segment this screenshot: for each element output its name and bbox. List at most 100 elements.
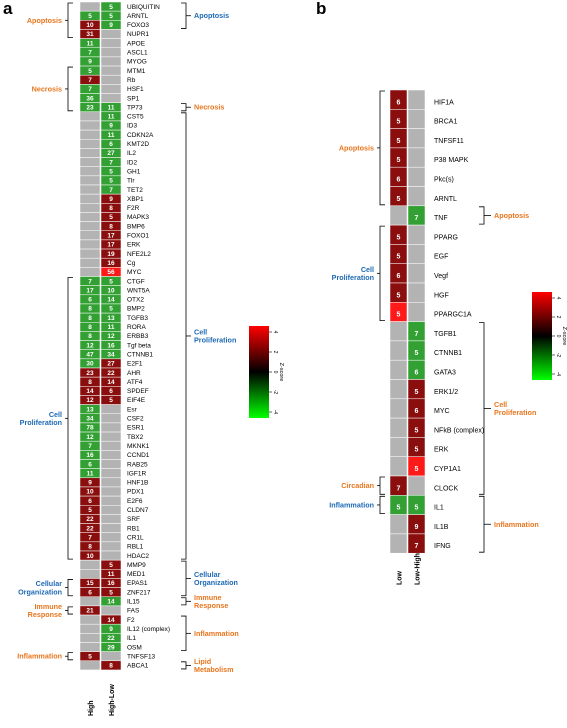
cell-count-label: 9 xyxy=(88,480,92,487)
colorbar-b: 420-2-4Z-score xyxy=(532,292,567,380)
colorbar-tick-label: -4 xyxy=(555,372,561,377)
gene-label: ARNTL xyxy=(434,196,457,203)
cell-count-label: 11 xyxy=(108,571,115,578)
group-bracket-apoptosis: Apoptosis xyxy=(27,2,73,38)
cell-count-label: 5 xyxy=(109,397,113,404)
gene-label: CYP1A1 xyxy=(434,466,461,473)
gene-label: ERBB3 xyxy=(127,333,149,340)
group-label: Proliferation xyxy=(332,273,374,282)
group-label: Organization xyxy=(194,578,238,587)
group-bracket-necrosis: Necrosis xyxy=(32,66,73,112)
gene-label: HNF1B xyxy=(127,480,148,487)
heatmap-cell xyxy=(389,321,408,342)
gene-label: F2 xyxy=(127,617,135,624)
gene-label: ZNF217 xyxy=(127,589,151,596)
cell-count-label: 23 xyxy=(86,370,94,377)
group-label: Immune xyxy=(34,602,62,611)
heatmap-cell xyxy=(79,148,101,158)
bracket-line xyxy=(479,495,485,553)
gene-label: RB1 xyxy=(127,525,140,532)
cell-count-label: 56 xyxy=(107,269,115,276)
cell-count-label: 5 xyxy=(109,13,113,20)
group-bracket-inflammation: Inflammation xyxy=(329,495,385,514)
cell-count-label: 6 xyxy=(88,498,92,505)
group-bracket-apoptosis: Apoptosis xyxy=(181,2,229,29)
cell-count-label: 5 xyxy=(109,214,113,221)
gene-label: CTGF xyxy=(127,278,145,285)
gene-label: F2R xyxy=(127,205,140,212)
cell-count-label: 5 xyxy=(415,505,419,512)
gene-label: Tgf beta xyxy=(127,342,151,349)
cell-count-label: 5 xyxy=(109,589,113,596)
heatmap-cell xyxy=(100,65,122,76)
column-label: High-Low xyxy=(109,684,116,716)
gene-label: ASCL1 xyxy=(127,50,148,57)
heatmap-cell xyxy=(100,495,122,506)
heatmap-cell xyxy=(407,109,426,129)
cell-count-label: 8 xyxy=(109,663,113,670)
heatmap-cell xyxy=(79,642,101,652)
cell-count-label: 5 xyxy=(397,234,401,241)
heatmap-row: 11 CST5 xyxy=(79,111,144,122)
heatmap-cell xyxy=(389,340,408,361)
cell-count-label: 7 xyxy=(88,278,92,285)
gene-label: ERK1/2 xyxy=(434,389,458,396)
colorbar-swatch xyxy=(249,326,269,418)
bracket-line xyxy=(181,103,187,112)
gene-label: CLDN7 xyxy=(127,507,149,514)
gene-label: CST5 xyxy=(127,114,144,121)
cell-count-label: 10 xyxy=(86,22,94,29)
gene-label: BMP2 xyxy=(127,306,145,313)
cell-count-label: 12 xyxy=(86,342,94,349)
colorbar-tick-label: 0 xyxy=(555,335,561,338)
group-bracket-inflammation: Inflammation xyxy=(181,615,239,652)
gene-label: E2F1 xyxy=(127,361,143,368)
cell-count-label: 6 xyxy=(415,369,419,376)
gene-label: WNT5A xyxy=(127,287,150,294)
gene-label: BMP6 xyxy=(127,223,145,230)
heatmap-cell xyxy=(100,47,122,58)
heatmap-cell xyxy=(79,614,101,625)
colorbar-title: Z-score xyxy=(278,363,284,382)
heatmap-cell xyxy=(407,302,426,322)
gene-label: Pkc(s) xyxy=(434,176,454,183)
cell-count-label: 16 xyxy=(107,342,115,349)
cell-count-label: 8 xyxy=(88,333,92,340)
bracket-line xyxy=(67,579,73,597)
heatmap-row: 12 16 Tgf beta xyxy=(79,340,151,350)
gene-label: NFkB (complex) xyxy=(434,427,484,434)
cell-count-label: 11 xyxy=(108,114,115,121)
gene-label: NFE2L2 xyxy=(127,251,151,258)
cell-count-label: 7 xyxy=(88,86,92,93)
cell-count-label: 9 xyxy=(109,123,113,130)
cell-count-label: 23 xyxy=(86,104,94,111)
gene-label: CCND1 xyxy=(127,452,150,459)
cell-count-label: 8 xyxy=(88,306,92,313)
cell-count-label: 7 xyxy=(88,443,92,450)
cell-count-label: 34 xyxy=(107,351,115,358)
gene-label: TP73 xyxy=(127,104,143,111)
